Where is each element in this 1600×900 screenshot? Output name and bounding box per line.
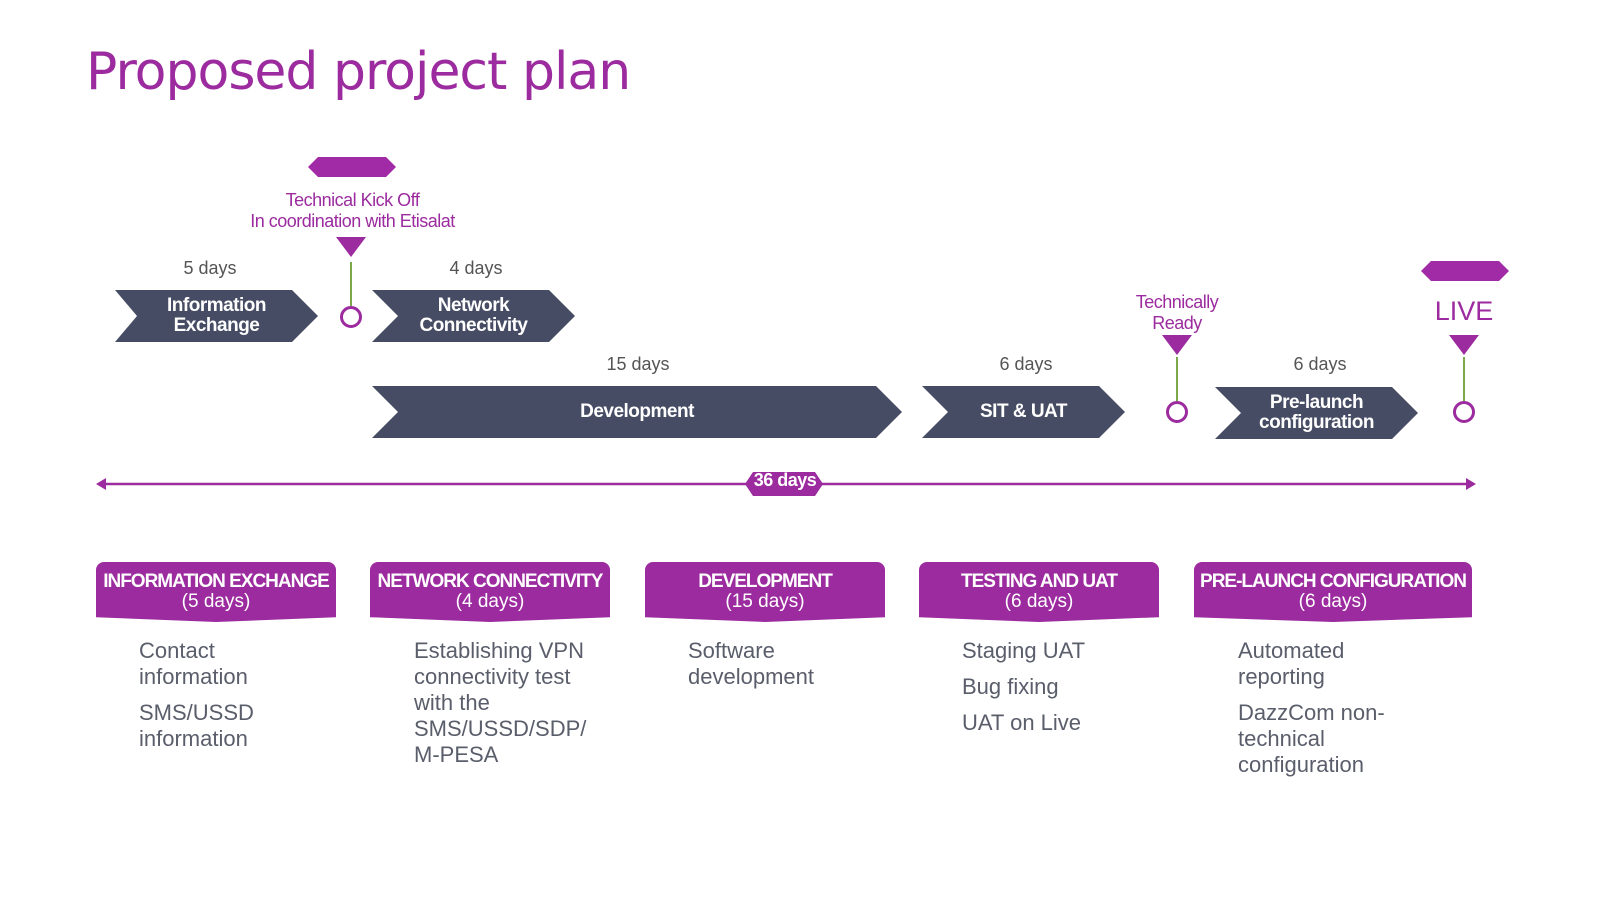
phase-chevron-sit-uat: SIT & UAT [922, 386, 1125, 438]
list-item: SMS/USSD information [139, 700, 254, 751]
detail-list-prelaunch: Automated reporting DazzCom non- technic… [1238, 638, 1458, 788]
phase-duration-info: 5 days [183, 258, 237, 278]
detail-header-development: DEVELOPMENT (15 days) [645, 562, 885, 622]
phase-label: Network Connectivity [419, 295, 528, 336]
phase-duration-prelaunch: 6 days [1293, 354, 1347, 374]
live-stem [1463, 357, 1465, 401]
phase-duration-development: 15 days [606, 354, 670, 374]
live-label: LIVE [1434, 296, 1494, 326]
list-item: Automated reporting [1238, 638, 1345, 689]
kickoff-stem [350, 262, 352, 306]
detail-subtitle: (5 days) [181, 591, 251, 612]
page-title: Proposed project plan [86, 42, 631, 102]
list-item: Software development [688, 638, 814, 689]
phase-chevron-information-exchange: Information Exchange [115, 290, 318, 342]
detail-list-development: Software development [688, 638, 888, 700]
detail-subtitle: (15 days) [725, 591, 805, 612]
list-item: DazzCom non- technical configuration [1238, 700, 1385, 777]
detail-header-information-exchange: INFORMATION EXCHANGE (5 days) [96, 562, 336, 622]
phase-label: Development [580, 401, 694, 422]
phase-chevron-network-connectivity: Network Connectivity [372, 290, 575, 342]
detail-title: DEVELOPMENT [698, 571, 833, 592]
total-duration-arrow [96, 472, 1476, 496]
detail-list-information-exchange: Contact information SMS/USSD information [139, 638, 329, 762]
detail-list-testing-uat: Staging UAT Bug fixing UAT on Live [962, 638, 1162, 746]
detail-list-network-connectivity: Establishing VPN connectivity test with … [414, 638, 614, 778]
phase-label: Pre-launch configuration [1259, 392, 1374, 433]
detail-subtitle: (6 days) [1004, 591, 1074, 612]
list-item: UAT on Live [962, 710, 1082, 735]
live-milestone-dot [1453, 401, 1475, 423]
detail-title: INFORMATION EXCHANGE [103, 571, 330, 592]
phase-label: Information Exchange [167, 295, 266, 336]
phase-label: SIT & UAT [980, 401, 1067, 422]
detail-title: PRE-LAUNCH CONFIGURATION [1200, 571, 1467, 592]
list-item: Staging UAT [962, 638, 1086, 663]
list-item: Contact information [139, 638, 248, 689]
detail-title: NETWORK CONNECTIVITY [377, 571, 604, 592]
phase-chevron-prelaunch: Pre-launch configuration [1215, 387, 1418, 439]
ready-stem [1176, 357, 1178, 401]
kickoff-pointer-icon [336, 237, 366, 257]
kickoff-label: Technical Kick Off In coordination with … [250, 190, 455, 231]
phase-chevron-development: Development [372, 386, 902, 438]
detail-header-network-connectivity: NETWORK CONNECTIVITY (4 days) [370, 562, 610, 622]
total-duration-label: 36 days [753, 470, 817, 490]
detail-header-testing-uat: TESTING AND UAT (6 days) [919, 562, 1159, 622]
detail-subtitle: (6 days) [1298, 591, 1368, 612]
list-item: Establishing VPN connectivity test with … [414, 638, 587, 767]
ready-pointer-icon [1162, 335, 1192, 355]
detail-title: TESTING AND UAT [961, 571, 1118, 592]
kickoff-marker-bar [308, 157, 396, 177]
detail-header-prelaunch: PRE-LAUNCH CONFIGURATION (6 days) [1194, 562, 1472, 622]
list-item: Bug fixing [962, 674, 1059, 699]
live-marker-bar [1421, 261, 1509, 281]
detail-subtitle: (4 days) [455, 591, 525, 612]
ready-milestone-dot [1166, 401, 1188, 423]
ready-label: Technically Ready [1135, 292, 1219, 333]
phase-duration-sit-uat: 6 days [999, 354, 1053, 374]
kickoff-milestone-dot [340, 306, 362, 328]
live-pointer-icon [1449, 335, 1479, 355]
phase-duration-network: 4 days [449, 258, 503, 278]
